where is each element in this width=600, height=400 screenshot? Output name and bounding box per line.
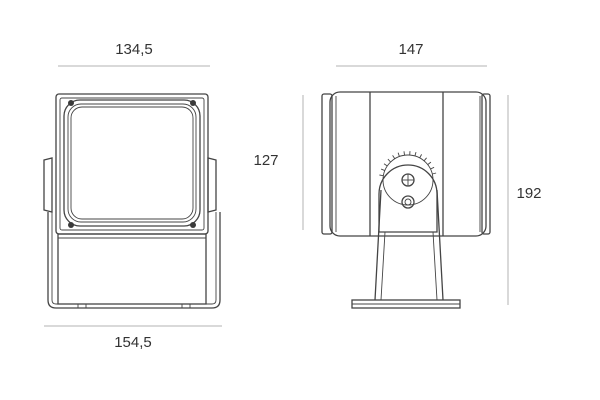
tilt-scale-tick [419,154,422,159]
tilt-scale-tick [432,172,437,175]
tilt-scale-ticks [379,151,437,177]
screw-icon [190,100,196,106]
tilt-scale-tick [379,174,384,177]
side-stand [374,189,444,301]
screw-icon [190,222,196,228]
side-pivot [378,151,438,233]
front-bracket [43,157,221,309]
label-side-top-width: 147 [398,41,423,58]
tilt-scale-tick [387,158,391,163]
tilt-scale-tick [397,152,400,157]
side-base [351,299,461,309]
tilt-scale-tick [427,161,432,165]
front-screws [68,100,196,228]
label-front-height: 127 [253,152,278,169]
front-view [43,93,221,309]
tilt-scale-tick [430,166,435,170]
tilt-scale-tick [414,151,417,157]
dimension-labels: 134,5 154,5 127 147 192 [114,41,541,351]
side-view [321,91,491,309]
screw-icon [68,100,74,106]
label-side-height: 192 [516,185,541,202]
tilt-scale-tick [423,157,427,162]
label-front-bottom-width: 154,5 [114,334,152,351]
tilt-scale-tick [403,151,405,156]
label-front-top-width: 134,5 [115,41,153,58]
front-lens [63,99,201,227]
dimension-lines [44,65,509,327]
front-housing [55,93,209,235]
tilt-scale-tick [380,168,385,172]
tilt-scale-tick [392,155,396,160]
side-housing [321,91,491,237]
locking-bolt-icon [401,195,415,209]
tilt-scale-tick [383,163,388,167]
screw-icon [68,222,74,228]
